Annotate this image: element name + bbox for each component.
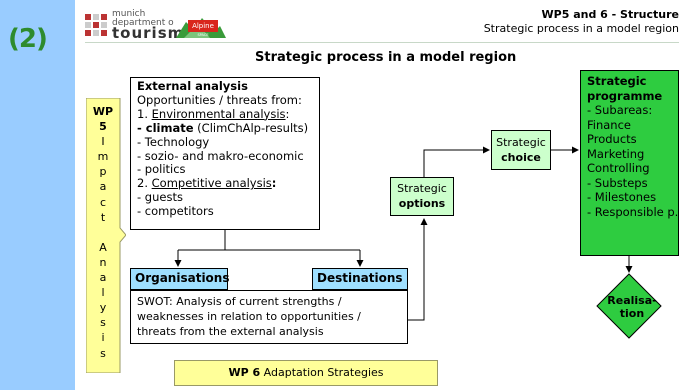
impact-analysis-letter: s (100, 346, 106, 360)
realisation-label: Realisa- tion (607, 294, 657, 320)
impact-analysis-letter: l (101, 286, 105, 300)
wp6-adaptation-strategies-bar: WP 6 Adaptation Strategies (174, 360, 438, 386)
impact-analysis-letter: I (101, 135, 105, 149)
diagram-title: Strategic process in a model region (255, 50, 517, 65)
programme-item: - Subareas: (587, 103, 653, 117)
logo-tourism-word: tourism (112, 24, 185, 42)
impact-analysis-letter: a (99, 180, 107, 194)
strategic-options-box: Strategic options (390, 177, 454, 216)
munich-tourism-logo-icon (85, 14, 107, 36)
impact-analysis-letter: p (99, 165, 107, 179)
alpine-space-logo: Alpine SPACE (176, 18, 226, 38)
header-subtitle: Strategic process in a model region (483, 22, 679, 35)
svg-text:SPACE: SPACE (197, 33, 208, 37)
programme-item: Controlling (587, 161, 650, 175)
programme-item: Products (587, 132, 637, 146)
strategic-choice-box: Strategic choice (491, 130, 551, 170)
arrow-options-to-choice (423, 146, 490, 177)
destinations-header: Destinations (312, 268, 408, 290)
arrow-swot-to-options (408, 218, 428, 321)
wp5-impact-analysis-arrow (86, 98, 126, 373)
impact-analysis-letter: n (99, 255, 107, 269)
impact-analysis-letter: a (99, 271, 107, 285)
programme-item: - Milestones (587, 190, 657, 204)
realisation-diamond (596, 273, 662, 339)
impact-analysis-letter: c (99, 195, 107, 209)
header-divider (85, 42, 679, 43)
impact-analysis-letter: t (100, 210, 106, 224)
programme-item: Marketing (587, 146, 645, 161)
slide-number-badge: (2) (8, 24, 48, 54)
impact-analysis-letter: s (100, 316, 106, 330)
swot-analysis-box: SWOT: Analysis of current strengths / we… (130, 290, 408, 344)
impact-analysis-letter: i (101, 331, 105, 345)
header-title: WP5 and 6 - Structure (541, 8, 679, 21)
organisations-header: Organisations (130, 268, 229, 290)
svg-text:Alpine: Alpine (192, 22, 214, 30)
programme-item: Finance (587, 117, 631, 132)
impact-analysis-letter: m (97, 150, 109, 164)
programme-item: - Responsible p. (587, 204, 679, 219)
impact-analysis-letter: A (99, 240, 107, 254)
programme-item: - Substeps (587, 175, 648, 190)
impact-analysis-letter: y (99, 301, 107, 315)
external-analysis-box: External analysis Opportunities / threat… (130, 77, 320, 230)
logo-small-text: munich department o (112, 9, 174, 28)
